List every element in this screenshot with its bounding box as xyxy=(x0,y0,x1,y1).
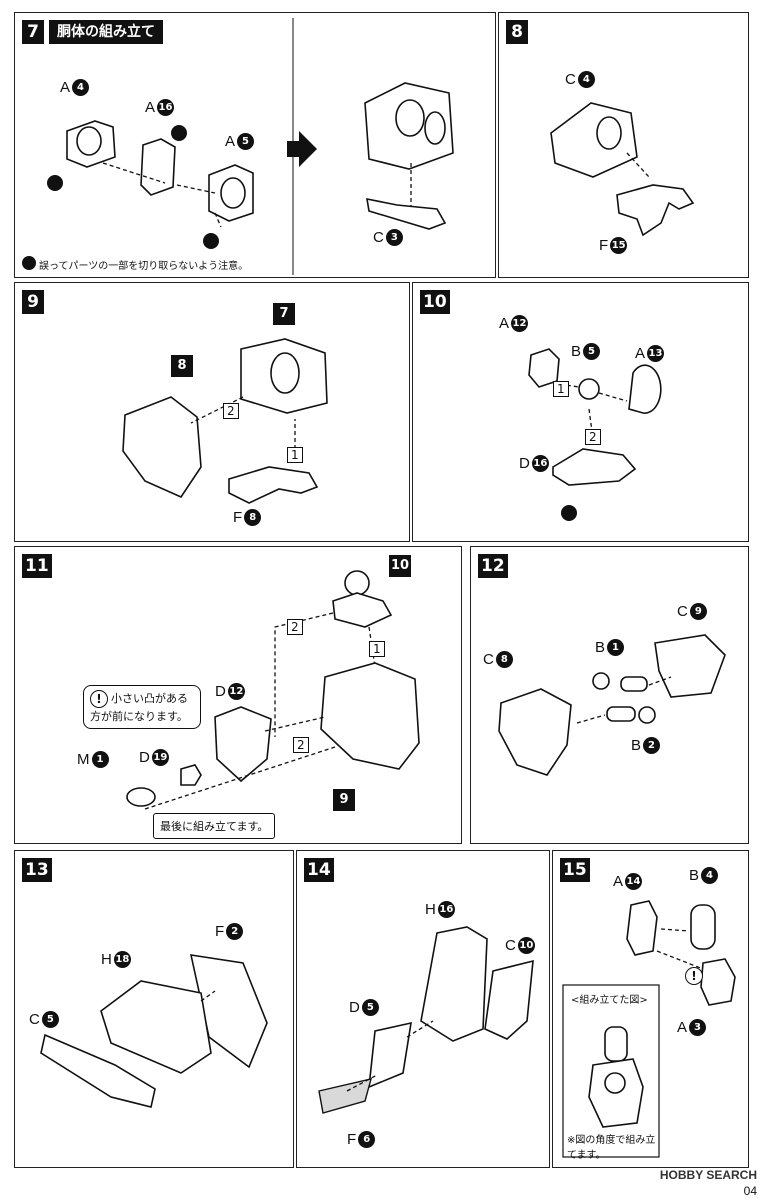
ref-step-7: 7 xyxy=(273,303,295,325)
step-14-drawing xyxy=(318,926,534,1114)
step-title: 胴体の組み立て xyxy=(49,20,163,44)
step-number: 14 xyxy=(304,858,334,882)
order-box-2-upper: 2 xyxy=(287,619,303,635)
step-12-drawing xyxy=(498,634,726,776)
order-box-2: 2 xyxy=(585,429,601,445)
orientation-callout: !小さい凸がある方が前になります。 xyxy=(83,685,201,729)
inset-note: ※図の角度で組み立てます。 xyxy=(567,1135,656,1161)
step-number: 8 xyxy=(506,20,528,44)
step-13-drawing xyxy=(40,954,268,1108)
step-number: 7 xyxy=(22,20,44,44)
order-box-1: 1 xyxy=(287,447,303,463)
step-number: 11 xyxy=(22,554,52,578)
warning-icon: ! xyxy=(90,690,108,708)
ref-step-9: 9 xyxy=(333,789,355,811)
warning-icon: ! xyxy=(685,967,703,985)
step-8-drawing xyxy=(550,102,695,237)
step-number: 13 xyxy=(22,858,52,882)
step-number: 9 xyxy=(22,290,44,314)
final-step-note: 最後に組み立てます。 xyxy=(153,813,276,839)
step-9-drawing xyxy=(122,338,328,504)
order-box-1: 1 xyxy=(553,381,569,397)
step-7-drawing xyxy=(22,18,454,275)
caution-note: 誤ってパーツの一部を切り取らないよう注意。 xyxy=(39,261,249,272)
ref-step-8: 8 xyxy=(171,355,193,377)
step-number: 15 xyxy=(560,858,590,882)
step-10-drawing xyxy=(528,348,662,521)
order-box-1: 1 xyxy=(369,641,385,657)
order-box-2-lower: 2 xyxy=(293,737,309,753)
page-number: 04 xyxy=(743,1184,757,1198)
ref-step-10: 10 xyxy=(389,555,411,577)
inset-title: <組み立てた図> xyxy=(571,995,648,1006)
step-number: 10 xyxy=(420,290,450,314)
step-15-drawing xyxy=(562,900,736,1158)
order-box-2: 2 xyxy=(223,403,239,419)
watermark: HOBBY SEARCH xyxy=(659,1168,757,1182)
step-11-drawing xyxy=(126,570,420,810)
step-number: 12 xyxy=(478,554,508,578)
